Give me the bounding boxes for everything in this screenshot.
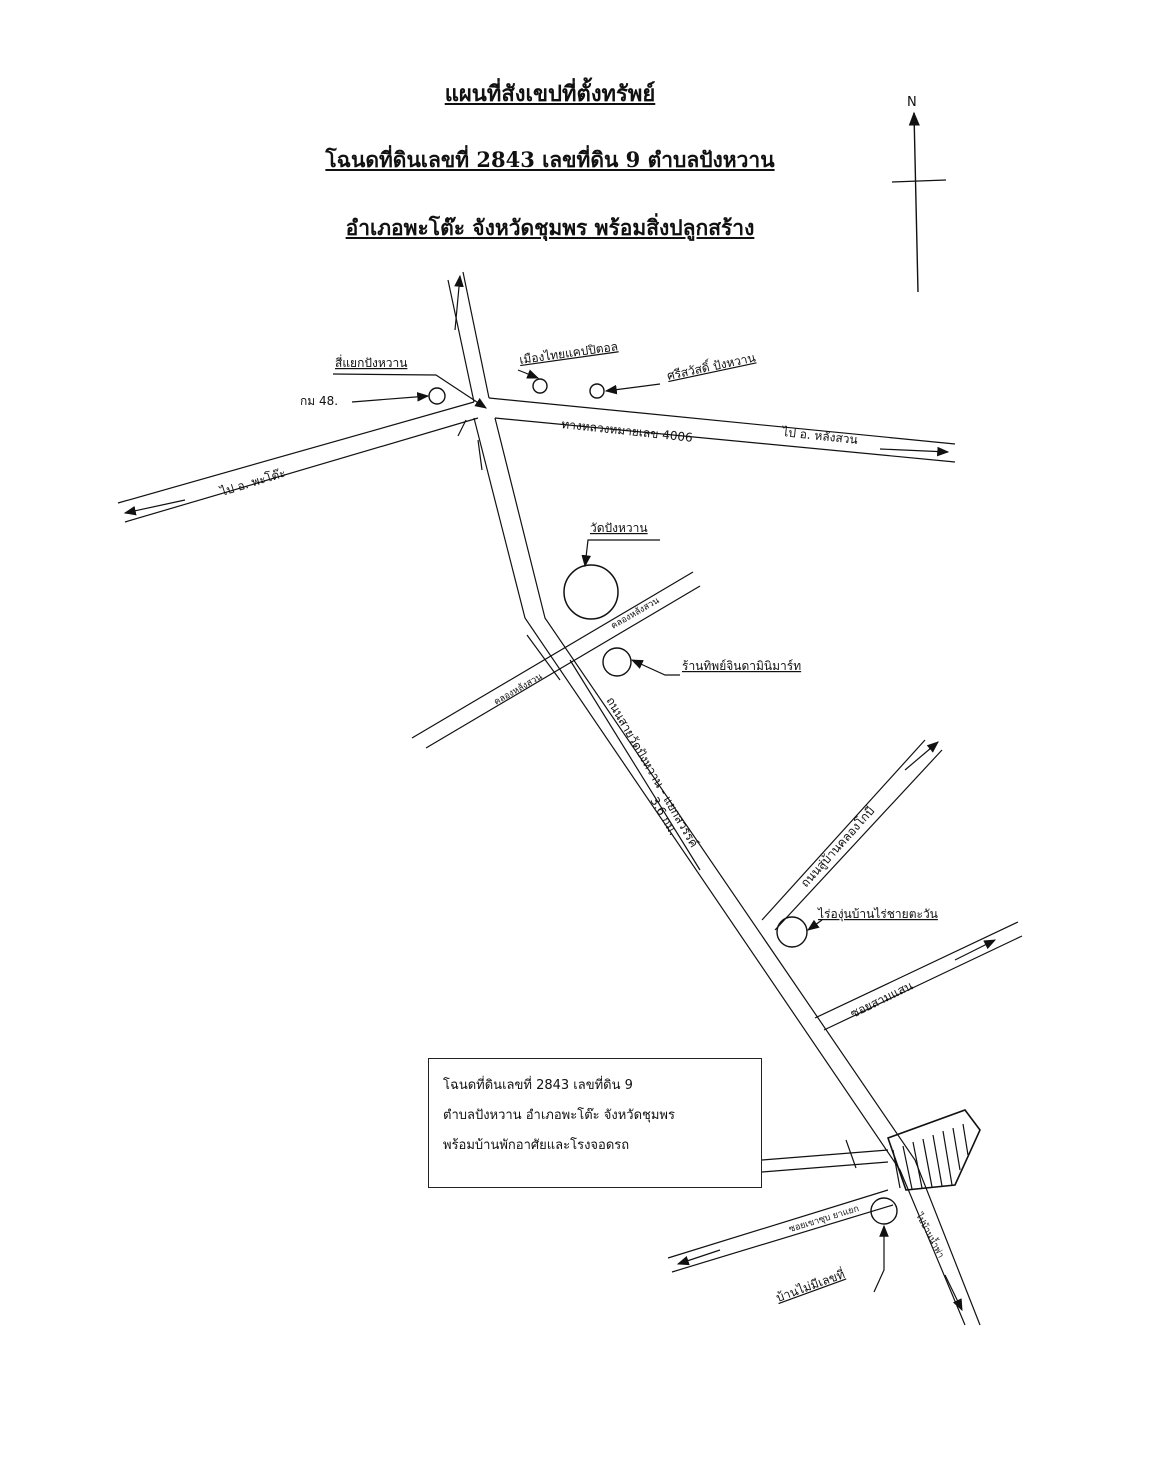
vineyard-label: ไร่องุ่นบ้านไร่ชายตะวัน	[817, 907, 938, 922]
junction-label: สี่แยกปังหวาน	[335, 354, 407, 370]
north-arrow-icon: N	[891, 95, 947, 293]
property-parcel	[886, 1109, 981, 1191]
muang-thai-label: เมืองไทยแคปปิตอล	[518, 339, 618, 367]
north-road	[447, 271, 490, 403]
shop-label: ร้านทิพย์จินดามินิมาร์ท	[682, 659, 801, 673]
soi-khao-sub	[667, 1189, 894, 1273]
to-lang-suan-label: ไป อ. หลังสวน	[781, 425, 859, 447]
wat-marker	[563, 564, 619, 620]
no-number-house-marker	[870, 1197, 898, 1225]
road-to-phato	[117, 401, 479, 523]
soi-sam-saen	[814, 921, 1023, 1031]
property-info-box: โฉนดที่ดินเลขที่ 2843 เลขที่ดิน 9 ตำบลปั…	[428, 1058, 762, 1188]
to-ban-nam-label: ไปบ้านน้ำพ่า	[913, 1209, 948, 1260]
soi-khao-sub-label: ซอยเขาซุบ ยาแยก	[788, 1204, 860, 1235]
infobox-line1: โฉนดที่ดินเลขที่ 2843 เลขที่ดิน 9	[443, 1078, 633, 1093]
khlong-khiri-road-label: ถนนสู่บ้านคลองโกบี	[798, 804, 878, 891]
infobox-line3: พร้อมบ้านพักอาศัยและโรงจอดรถ	[443, 1138, 630, 1153]
muang-thai-marker	[532, 378, 548, 394]
canal-road	[411, 571, 701, 749]
shop-marker	[602, 647, 632, 677]
vineyard-marker	[776, 916, 808, 948]
main-road-label: ถนนสายวัดปังหวาน - แยกสวรรค์	[603, 695, 701, 850]
no-number-house-label: บ้านไม่มีเลขที่	[774, 1265, 847, 1305]
km48-label: กม 48.	[300, 394, 338, 408]
sri-sawat-label: ศรีสวัสดิ์ ปังหวาน	[665, 349, 756, 383]
soi-sam-saen-label: ซอยสามแสน	[848, 978, 915, 1020]
sri-sawat-marker	[589, 383, 605, 399]
highway-label: ทางหลวงหมายเลข 4006	[561, 417, 694, 445]
north-label: N	[907, 95, 917, 110]
road-khlong-khiri	[761, 739, 943, 931]
km48-marker	[428, 387, 446, 405]
deed-subtitle-line1: โฉนดที่ดินเลขที่ 2843 เลขที่ดิน 9 ตำบลปั…	[325, 147, 775, 172]
deed-subtitle-line2: อำเภอพะโต๊ะ จังหวัดชุมพร พร้อมสิ่งปลูกสร…	[345, 215, 755, 240]
to-phato-label: ไป อ. พะโต๊ะ	[218, 466, 287, 499]
infobox-leader	[761, 1139, 889, 1173]
main-road	[457, 417, 981, 1326]
wat-label: วัดปังหวาน	[590, 521, 648, 535]
map-title: แผนที่สังเขปที่ตั้งทรัพย์	[444, 81, 656, 107]
infobox-line2: ตำบลปังหวาน อำเภอพะโต๊ะ จังหวัดชุมพร	[443, 1108, 675, 1123]
canal-label-2: คลองหลังสวน	[493, 672, 545, 708]
highway-4006	[488, 397, 956, 463]
